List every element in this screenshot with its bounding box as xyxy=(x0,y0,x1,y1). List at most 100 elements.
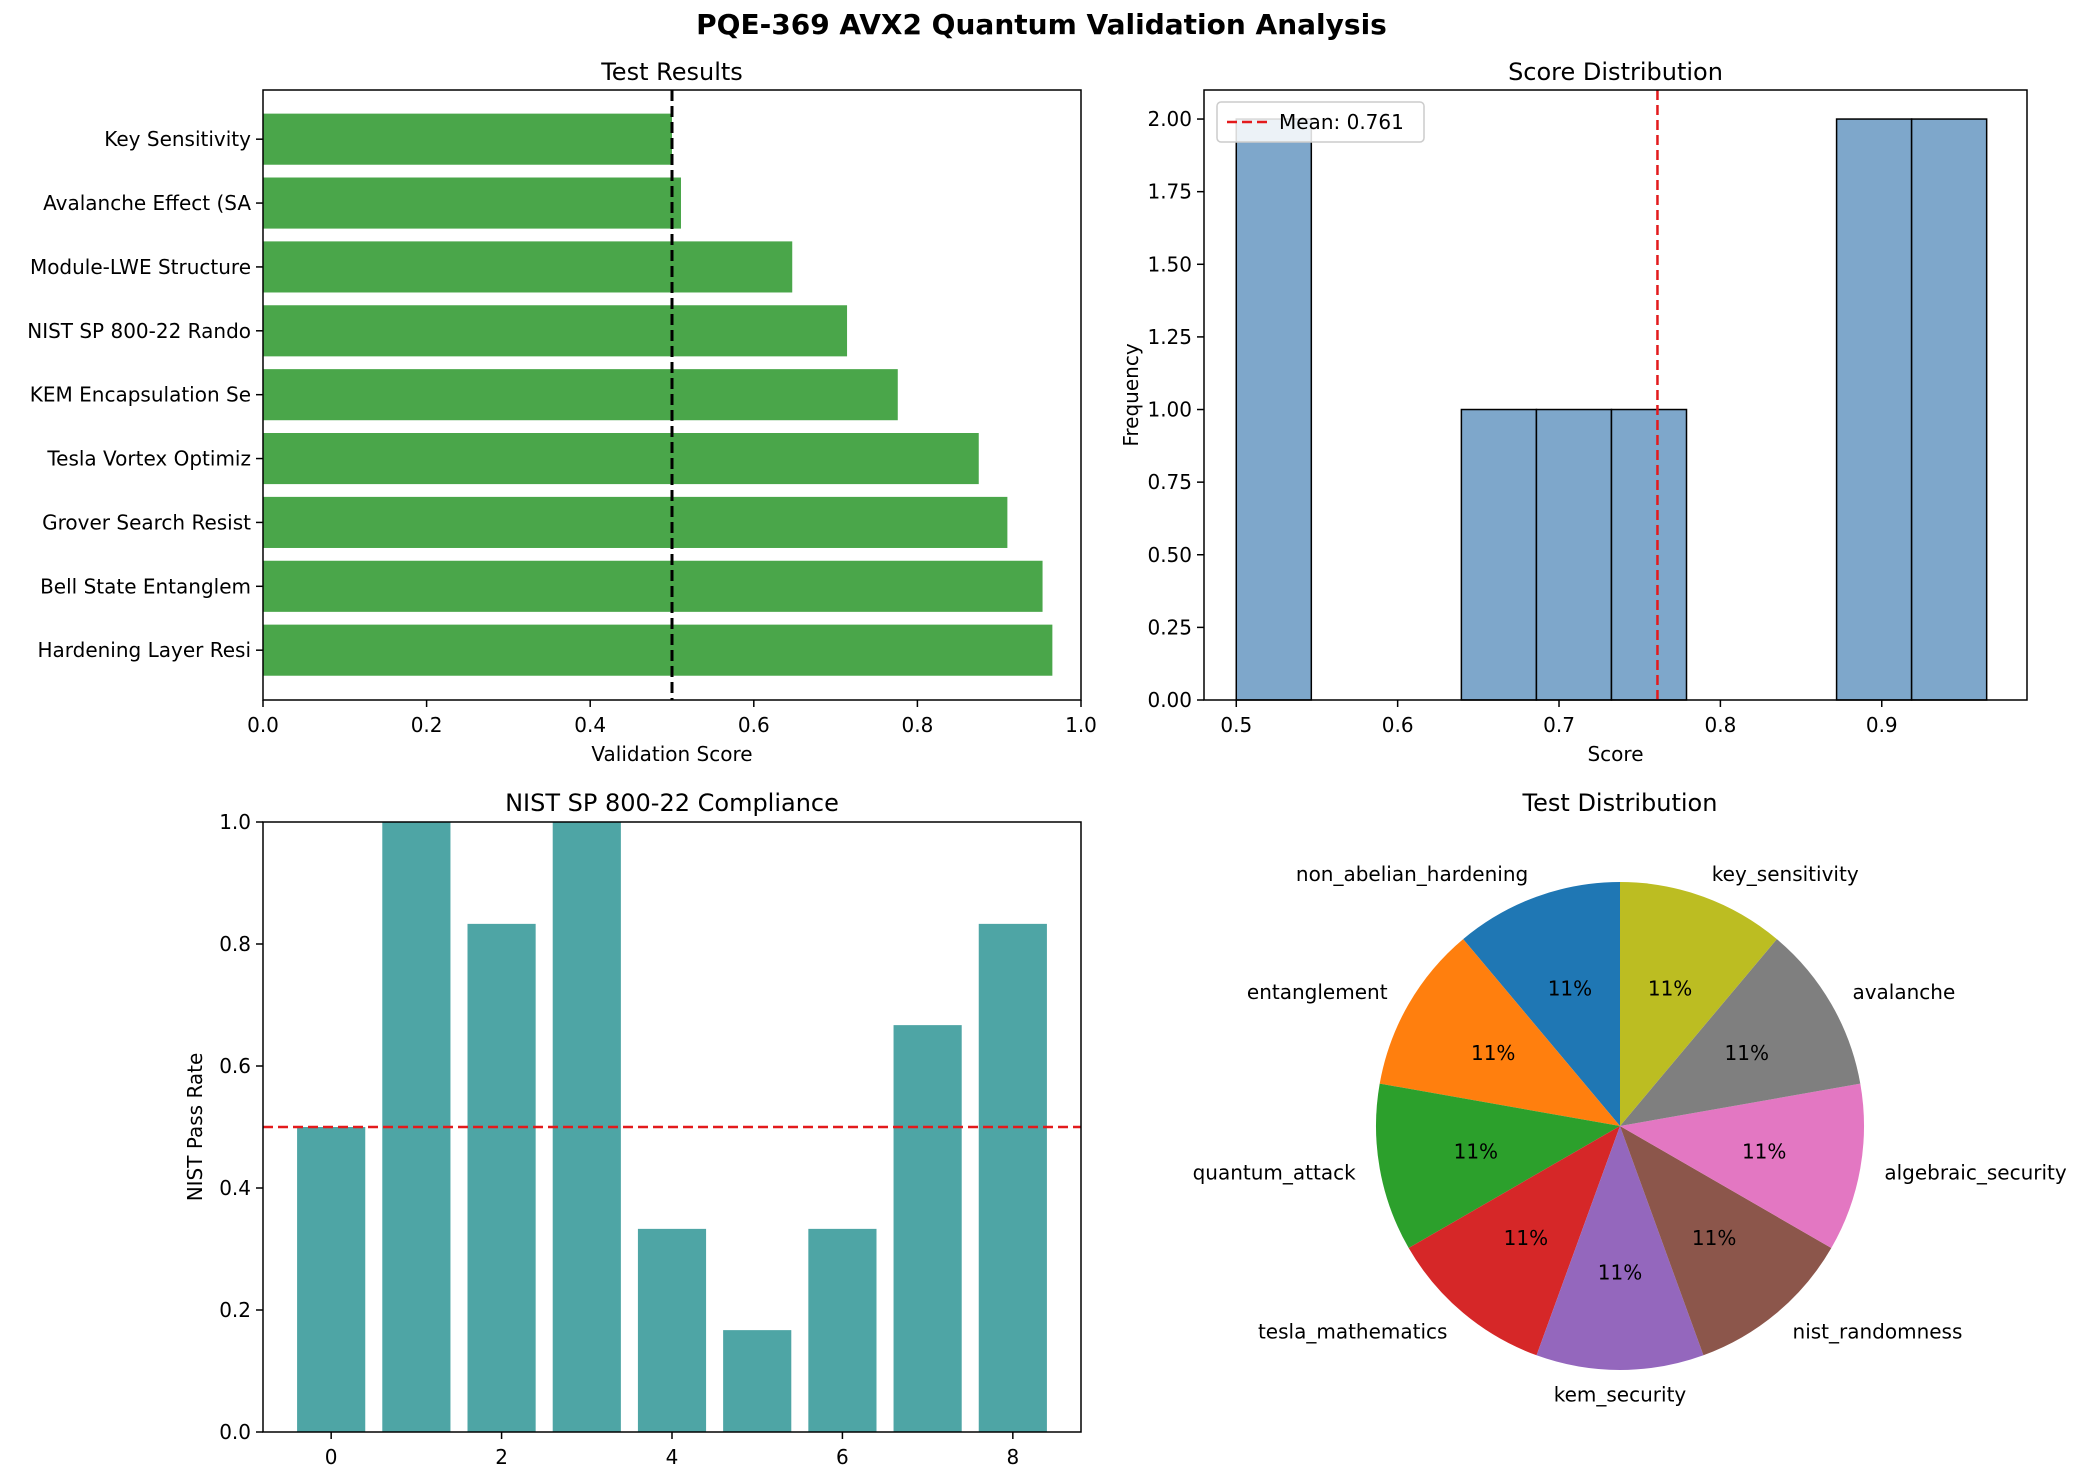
pie-slice-label: non_abelian_hardening xyxy=(1296,862,1528,886)
y-tick-label: NIST SP 800-22 Rando xyxy=(27,319,251,343)
pie-slice xyxy=(1376,1083,1620,1248)
x-tick-label: 1.0 xyxy=(1065,713,1097,737)
chart-title: NIST SP 800-22 Compliance xyxy=(505,789,839,817)
x-tick-label: 0.5 xyxy=(1220,713,1252,737)
pie-percent-label: 11% xyxy=(1504,1226,1548,1250)
test-result-bar xyxy=(263,433,979,485)
pie-slice xyxy=(1620,1126,1832,1356)
x-tick-label: 0.6 xyxy=(1382,713,1414,737)
axes-frame xyxy=(262,89,1082,701)
test-result-bar xyxy=(263,305,848,357)
pie-slice-label: entanglement xyxy=(1247,980,1388,1004)
legend-label: Mean: 0.761 xyxy=(1279,110,1404,134)
pie-slice xyxy=(1620,939,1861,1126)
pie-percent-label: 11% xyxy=(1548,976,1592,1000)
nist-bar xyxy=(723,1330,792,1432)
nist-bar xyxy=(893,1025,962,1432)
test-result-bar xyxy=(263,113,672,165)
x-tick-label: 6 xyxy=(836,1445,849,1469)
y-axis-label: Frequency xyxy=(1119,343,1143,446)
y-tick-label: 0.4 xyxy=(219,1176,251,1200)
x-tick-label: 0.8 xyxy=(901,713,933,737)
y-tick-label: Module-LWE Structure xyxy=(30,255,251,279)
nist-bar xyxy=(978,923,1047,1432)
histogram-bar xyxy=(1835,118,1913,701)
y-tick-label: 0.75 xyxy=(1147,470,1192,494)
pie-slice-label: quantum_attack xyxy=(1193,1161,1356,1185)
histogram-bar xyxy=(1235,118,1313,701)
pie-slice xyxy=(1463,882,1620,1126)
pie-percent-label: 11% xyxy=(1471,1041,1515,1065)
test-result-bar xyxy=(263,241,793,293)
y-tick-label: Grover Search Resist xyxy=(42,510,251,534)
pie-slice-label: kem_security xyxy=(1554,1382,1687,1406)
y-tick-label: 2.00 xyxy=(1147,107,1192,131)
test-distribution-pie: 11% non_abelian_hardening 11% entanglement 1… xyxy=(1193,789,2067,1406)
test-result-bar xyxy=(263,624,1053,676)
pie-slice-label: key_sensitivity xyxy=(1712,862,1859,886)
x-tick-label: 0.2 xyxy=(411,713,443,737)
x-tick-label: 0 xyxy=(325,1445,338,1469)
x-tick-label: 0.4 xyxy=(574,713,606,737)
y-tick-label: Bell State Entanglem xyxy=(40,574,251,598)
x-axis-label: Score xyxy=(1587,742,1643,766)
y-tick-label: 0.00 xyxy=(1147,688,1192,712)
y-tick-label: 0.25 xyxy=(1147,615,1192,639)
x-tick-label: 0.6 xyxy=(738,713,770,737)
y-tick-label: 1.0 xyxy=(219,810,251,834)
pie-slice-label: avalanche xyxy=(1852,980,1955,1004)
pie-percent-label: 11% xyxy=(1742,1139,1786,1163)
y-tick-label: 0.8 xyxy=(219,932,251,956)
nist-bar xyxy=(467,923,536,1432)
y-tick-label: 0.6 xyxy=(219,1054,251,1078)
x-tick-label: 0.9 xyxy=(1866,713,1898,737)
x-tick-label: 0.0 xyxy=(247,713,279,737)
y-tick-label: 0.2 xyxy=(219,1298,251,1322)
pie-percent-label: 11% xyxy=(1454,1139,1498,1163)
y-tick-label: Hardening Layer Resi xyxy=(37,638,251,662)
x-tick-label: 8 xyxy=(1006,1445,1019,1469)
x-tick-label: 4 xyxy=(666,1445,679,1469)
x-axis-label: Validation Score xyxy=(591,742,752,766)
pie-percent-label: 11% xyxy=(1692,1226,1736,1250)
histogram-bar xyxy=(1610,408,1688,701)
x-tick-label: 0.7 xyxy=(1543,713,1575,737)
pie-percent-label: 11% xyxy=(1725,1041,1769,1065)
pie-slice-label: algebraic_security xyxy=(1884,1161,2067,1185)
chart-title: Test Results xyxy=(600,58,743,86)
chart-title: Test Distribution xyxy=(1522,789,1718,817)
test-result-bar xyxy=(263,496,1008,548)
axes-frame xyxy=(262,821,1082,1433)
y-axis-label: NIST Pass Rate xyxy=(183,1053,207,1202)
pie-slice xyxy=(1620,1083,1864,1248)
pie-slice xyxy=(1379,939,1620,1126)
legend-box xyxy=(1216,101,1425,143)
histogram-bar xyxy=(1460,408,1538,701)
nist-bar xyxy=(808,1228,877,1432)
pie-slice xyxy=(1620,882,1777,1126)
y-tick-label: 1.00 xyxy=(1147,398,1192,422)
histogram-bar xyxy=(1535,408,1613,701)
test-result-bar xyxy=(263,177,681,229)
y-tick-label: 1.50 xyxy=(1147,252,1192,276)
y-tick-label: Tesla Vortex Optimiz xyxy=(46,447,251,471)
pie-slice xyxy=(1408,1126,1620,1356)
y-tick-label: 1.75 xyxy=(1147,180,1192,204)
x-tick-label: 0.8 xyxy=(1704,713,1736,737)
pie-slice-label: nist_randomness xyxy=(1793,1320,1963,1344)
histogram-bar xyxy=(1910,118,1988,701)
y-tick-label: KEM Encapsulation Se xyxy=(30,383,251,407)
y-tick-label: Key Sensitivity xyxy=(104,127,251,151)
axes-frame xyxy=(1203,89,2028,701)
figure-suptitle: PQE-369 AVX2 Quantum Validation Analysis xyxy=(696,8,1387,41)
pie-percent-label: 11% xyxy=(1648,976,1692,1000)
chart-title: Score Distribution xyxy=(1508,58,1723,86)
y-tick-label: 0.50 xyxy=(1147,543,1192,567)
test-result-bar xyxy=(263,560,1043,612)
y-tick-label: Avalanche Effect (SA xyxy=(43,191,251,215)
nist-bar xyxy=(637,1228,707,1432)
y-tick-label: 0.0 xyxy=(219,1420,251,1444)
